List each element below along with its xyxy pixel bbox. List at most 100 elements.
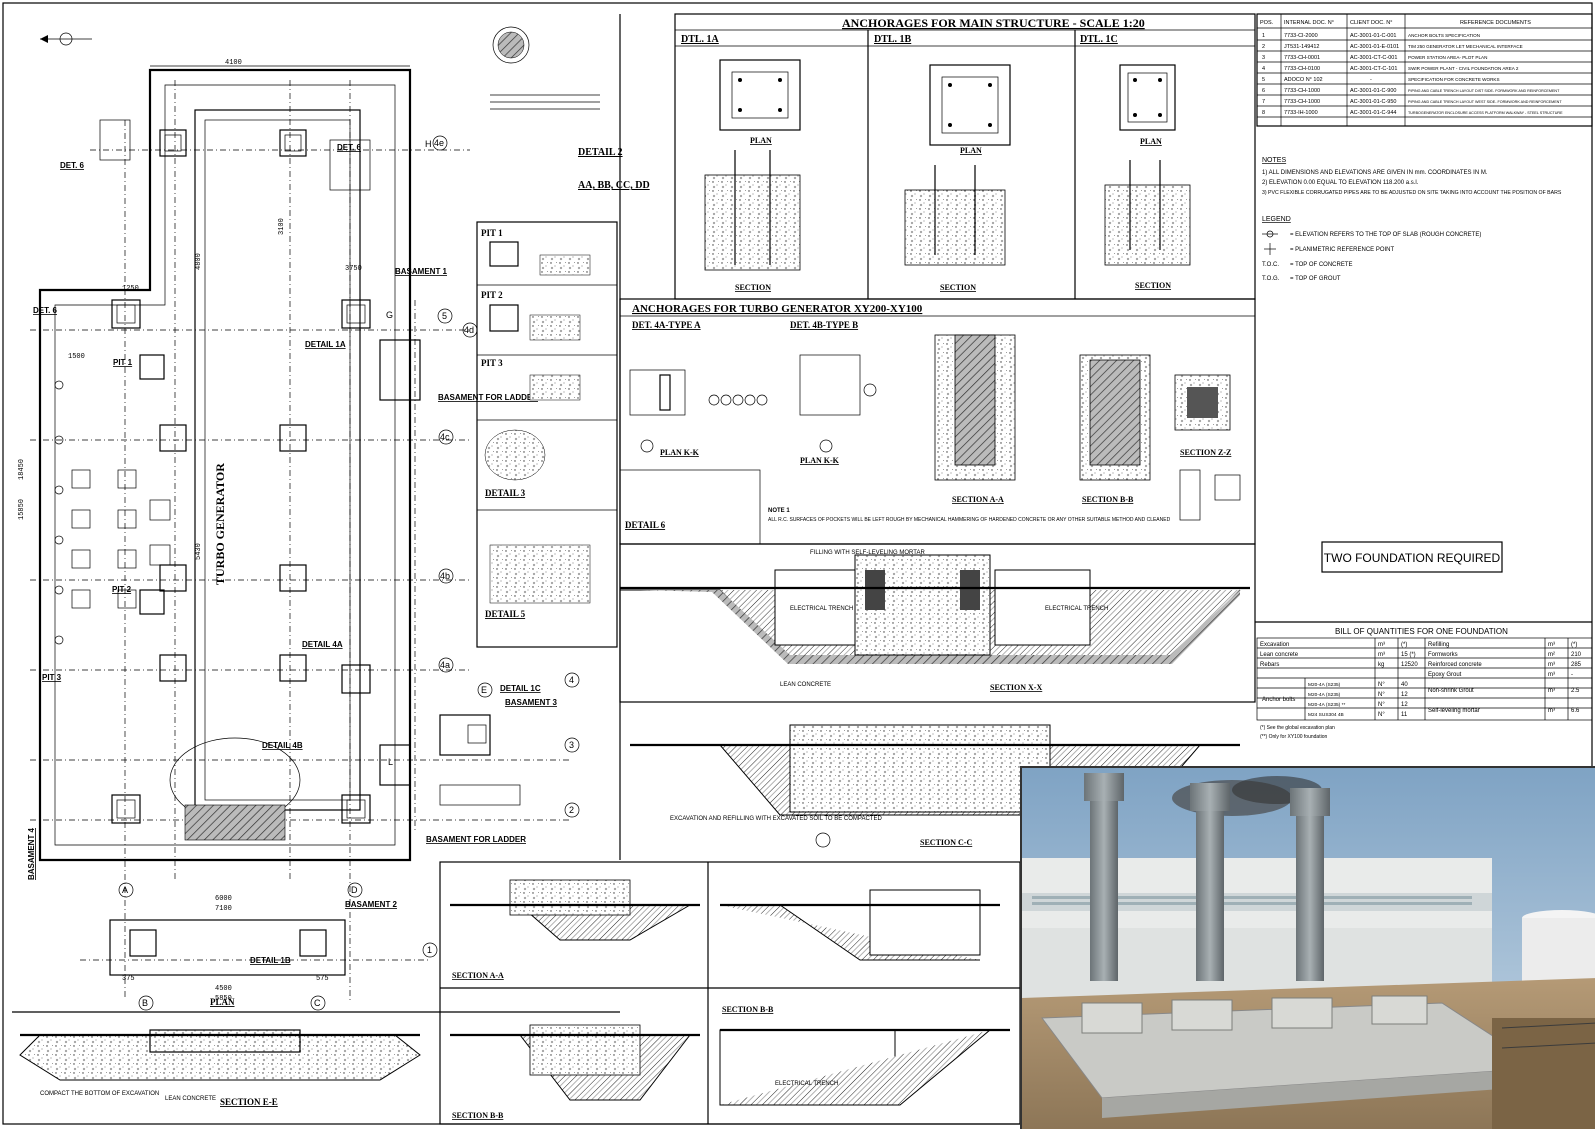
svg-text:ELECTRICAL TRENCH: ELECTRICAL TRENCH [1045,606,1108,612]
svg-text:11: 11 [1401,712,1408,718]
svg-text:DET. 6: DET. 6 [337,143,362,152]
svg-text:2.5: 2.5 [1571,688,1580,694]
svg-text:SPECIFICATION FOR CONCRETE WOR: SPECIFICATION FOR CONCRETE WORKS [1408,77,1500,82]
svg-text:TURBOGENERATOR ENCLOSURE ACCES: TURBOGENERATOR ENCLOSURE ACCESS PLATFORM… [1408,111,1563,115]
svg-text:DET. 6: DET. 6 [60,161,85,170]
svg-text:8: 8 [1262,110,1265,116]
svg-text:2: 2 [1262,44,1265,50]
svg-text:40: 40 [1401,682,1408,688]
reference-documents-table: POS. INTERNAL DOC. N° CLIENT DOC. N° REF… [1256,13,1593,127]
svg-text:REFERENCE DOCUMENTS: REFERENCE DOCUMENTS [1460,20,1531,26]
svg-text:m³: m³ [1378,642,1385,648]
svg-text:12: 12 [1401,692,1408,698]
svg-text:AC-3001-01-C-001: AC-3001-01-C-001 [1350,33,1396,39]
svg-text:5: 5 [442,311,447,321]
svg-text:2) ELEVATION 0.00 EQUAL TO ELE: 2) ELEVATION 0.00 EQUAL TO ELEVATION 118… [1262,180,1419,186]
svg-text:7733-CH-1000: 7733-CH-1000 [1284,88,1320,94]
svg-text:Non-shrink Grout: Non-shrink Grout [1428,688,1474,694]
turbo-generator-label: TURBO GENERATOR [213,463,227,585]
svg-text:M24 SUS304 4B: M24 SUS304 4B [1308,712,1344,718]
svg-text:SECTION A-A: SECTION A-A [952,495,1004,504]
svg-text:L: L [388,757,393,767]
svg-text:285: 285 [1571,662,1582,668]
svg-text:4a: 4a [440,660,450,670]
anchorages-main: ANCHORAGES FOR MAIN STRUCTURE - SCALE 1:… [674,13,1256,300]
svg-text:Epoxy Grout: Epoxy Grout [1428,672,1462,678]
svg-text:DETAIL 4B: DETAIL 4B [262,741,303,750]
svg-text:CLIENT DOC. N°: CLIENT DOC. N° [1350,20,1392,26]
svg-text:575: 575 [316,975,329,983]
svg-text:EXCAVATION AND REFILLING WITH: EXCAVATION AND REFILLING WITH EXCAVATED … [670,816,882,822]
svg-text:D: D [351,885,358,895]
svg-text:ELECTRICAL TRENCH: ELECTRICAL TRENCH [775,1081,838,1087]
svg-text:BASAMENT FOR LADDER: BASAMENT FOR LADDER [426,835,526,844]
svg-text:DETAIL 1C: DETAIL 1C [500,684,541,693]
svg-text:Excavation: Excavation [1260,642,1289,648]
grid-bubbles: 4e 5 4d 4c 4b 4a 4 3 2 1 A B C D E G H L [118,135,580,1011]
svg-text:SECTION: SECTION [940,283,976,292]
svg-text:3100: 3100 [278,218,286,235]
svg-text:m³: m³ [1548,662,1555,668]
svg-text:18450: 18450 [18,459,26,480]
plan-label: PLAN [210,997,235,1007]
site-photo [1020,766,1595,1129]
svg-text:BASAMENT 4: BASAMENT 4 [27,827,36,880]
svg-text:Reinforced concrete: Reinforced concrete [1428,662,1482,668]
bottom-sections: SECTION A-A SECTION B-B SECTION B-B ELEC… [439,861,1021,1125]
anchorages-turbo: ANCHORAGES FOR TURBO GENERATOR XY200-XY1… [619,298,1256,545]
svg-text:POWER STATION AREA- PLOT PLAN: POWER STATION AREA- PLOT PLAN [1408,55,1487,60]
svg-text:SECTION C-C: SECTION C-C [920,838,972,847]
svg-text:(**) Only for XY100 foundation: (**) Only for XY100 foundation [1260,734,1327,740]
svg-text:-: - [1370,77,1372,83]
svg-text:E: E [481,685,487,695]
svg-text:BASAMENT FOR LADDER: BASAMENT FOR LADDER [438,393,538,402]
svg-text:PIPING AND CABLE TRENCH LAYOUT: PIPING AND CABLE TRENCH LAYOUT WEST SIDE… [1408,100,1562,104]
svg-text:7733-CH-1000: 7733-CH-1000 [1284,99,1320,105]
svg-text:TWO FOUNDATION REQUIRED: TWO FOUNDATION REQUIRED [1324,551,1501,565]
svg-text:2: 2 [569,805,574,815]
svg-text:LEAN CONCRETE: LEAN CONCRETE [165,1096,216,1102]
svg-text:FILLING WITH SELF-LEVELING MOR: FILLING WITH SELF-LEVELING MORTAR [810,550,925,556]
svg-text:DETAIL 1A: DETAIL 1A [305,340,346,349]
svg-text:SECTION B-B: SECTION B-B [722,1005,774,1014]
svg-text:4800: 4800 [195,253,203,270]
svg-text:3: 3 [1262,55,1265,61]
svg-text:AC-3001-01-C-950: AC-3001-01-C-950 [1350,99,1396,105]
svg-text:SECTION E-E: SECTION E-E [220,1097,278,1107]
svg-text:PIT 3: PIT 3 [42,673,62,682]
reference-point-icon [1264,243,1276,255]
svg-text:m³: m³ [1548,672,1555,678]
svg-text:1: 1 [427,945,432,955]
plan-tags: BASAMENT 1 BASAMENT 2 BASAMENT 3 BASAMEN… [27,143,558,965]
svg-text:DET. 4B-TYPE B: DET. 4B-TYPE B [790,320,858,330]
svg-text:Refilling: Refilling [1428,642,1449,648]
svg-text:(*): (*) [1401,642,1407,648]
svg-text:12: 12 [1401,702,1408,708]
svg-text:DET. 6: DET. 6 [33,306,58,315]
svg-text:A: A [122,885,128,895]
svg-text:1) ALL DIMENSIONS AND ELEVATIO: 1) ALL DIMENSIONS AND ELEVATIONS ARE GIV… [1262,170,1488,176]
plant-north-icon [40,32,92,46]
section-xx: ELECTRICAL TRENCH ELECTRICAL TRENCH FILL… [619,543,1256,703]
svg-text:COMPACT THE BOTTOM OF EXCAVATI: COMPACT THE BOTTOM OF EXCAVATION [40,1091,159,1097]
svg-text:ADOCO N° 102: ADOCO N° 102 [1284,77,1323,83]
svg-text:N°: N° [1378,712,1385,718]
svg-text:PIT 3: PIT 3 [481,358,503,368]
svg-text:LEAN CONCRETE: LEAN CONCRETE [780,682,831,688]
svg-text:ALL R.C. SURFACES OF POCKETS W: ALL R.C. SURFACES OF POCKETS WILL BE LEF… [768,517,1171,523]
svg-text:m³: m³ [1378,652,1385,658]
svg-text:M20-4A (S235): M20-4A (S235) [1308,682,1341,688]
svg-text:BASAMENT 3: BASAMENT 3 [505,698,558,707]
svg-text:AC-3001-CT-C-001: AC-3001-CT-C-001 [1350,55,1397,61]
svg-text:m³: m³ [1548,642,1555,648]
svg-text:NOTE 1: NOTE 1 [768,508,790,514]
svg-text:PLAN: PLAN [750,136,772,145]
svg-text:Formworks: Formworks [1428,652,1458,658]
svg-text:7733-IH-1000: 7733-IH-1000 [1284,110,1318,116]
svg-text:= ELEVATION REFERS TO THE TOP: = ELEVATION REFERS TO THE TOP OF SLAB (R… [1290,232,1481,238]
svg-text:DTL. 1C: DTL. 1C [1080,34,1118,45]
svg-text:BASAMENT 1: BASAMENT 1 [395,267,448,276]
svg-text:DETAIL 4A: DETAIL 4A [302,640,343,649]
foundation-plan: TURBO GENERATOR 4e 5 4d 4c 4b 4a 4 3 2 1… [12,14,650,1013]
svg-text:PIT 2: PIT 2 [481,290,503,300]
